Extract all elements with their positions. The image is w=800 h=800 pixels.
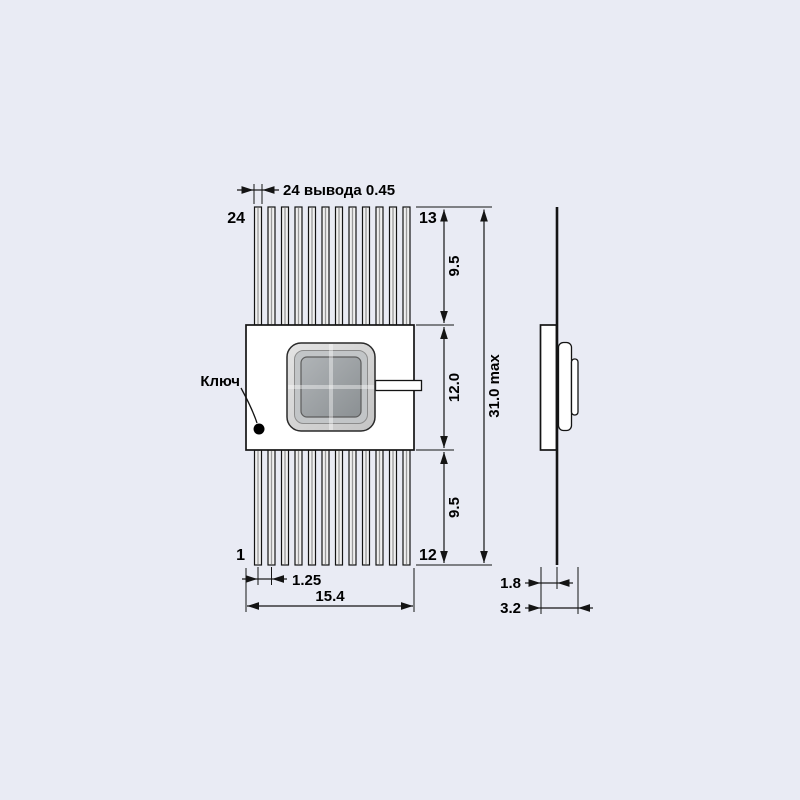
side-view [539,207,579,565]
dim-lower-lead-length: 9.5 [446,497,463,518]
side-lid-outer [557,341,573,432]
pin-number-1: 1 [236,547,245,564]
key-leader-line [240,387,258,424]
dim-side-thickness-body: 1.8 [500,575,521,592]
key-dot [253,423,265,435]
front-view [240,206,423,566]
pin-number-24: 24 [227,210,245,227]
dim-upper-lead-length: 9.5 [446,256,463,277]
pin-number-12: 12 [419,547,437,564]
dim-body-height: 12.0 [446,373,463,402]
lead-width-note: 24 вывода 0.45 [283,182,395,199]
dimension-annotations: 24 вывода 0.45 24 13 1 12 Ключ 9.5 12.0 … [200,182,593,617]
dim-lead-pitch: 1.25 [292,572,321,589]
pin-number-13: 13 [419,210,437,227]
lid-window [300,356,362,418]
key-label: Ключ [200,373,240,390]
dim-overall-length: 31.0 max [486,354,503,418]
bottom-lead-row [253,449,411,566]
orientation-tab [374,379,423,392]
side-body [539,324,558,451]
dim-side-thickness-total: 3.2 [500,600,521,617]
top-lead-row [253,206,411,326]
dim-body-width: 15.4 [315,588,345,605]
side-lid-step [570,358,579,416]
